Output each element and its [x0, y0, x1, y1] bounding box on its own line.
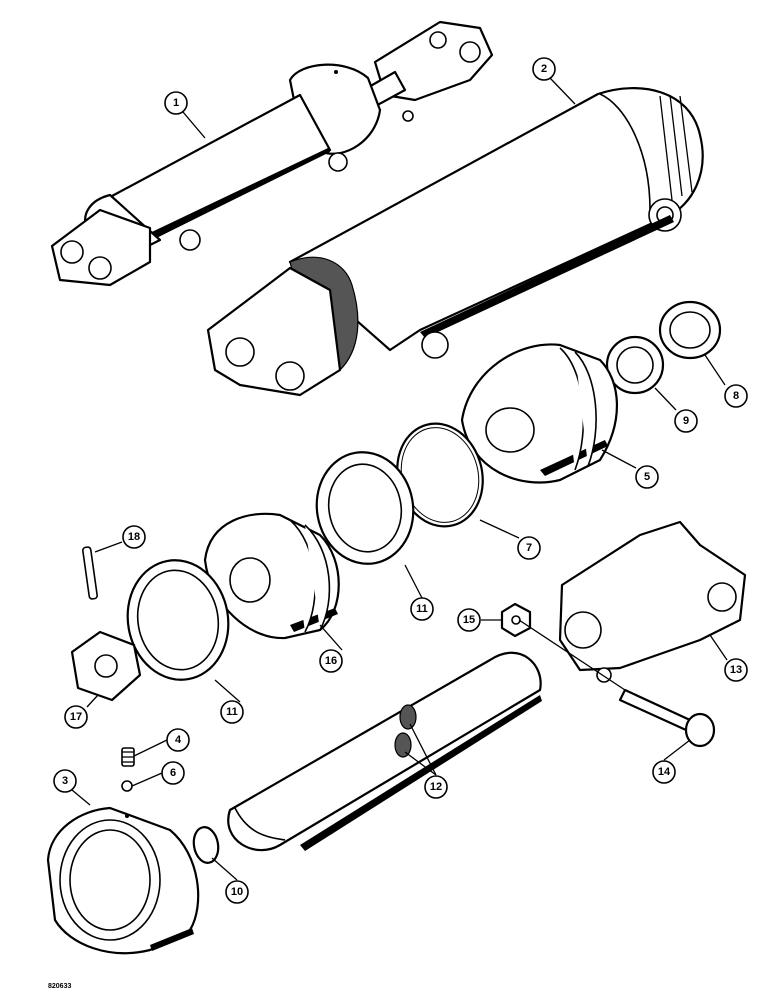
callout-label: 14	[658, 766, 671, 778]
callout-label: 8	[733, 390, 739, 402]
part-15-nut	[500, 602, 532, 638]
callout-14: 14	[652, 760, 676, 784]
callout-label: 18	[128, 531, 140, 543]
callout-label: 13	[730, 664, 742, 676]
callout-label: 11	[226, 706, 238, 718]
part-2-barrel	[206, 87, 704, 397]
part-6-ball	[121, 780, 133, 792]
part-1-cylinder-assembly	[50, 20, 494, 287]
callout-11-lower: 11	[220, 700, 244, 724]
part-17-castle-nut	[70, 630, 142, 702]
callout-4: 4	[166, 728, 190, 752]
callout-11-upper: 11	[410, 597, 434, 621]
callout-13: 13	[724, 658, 748, 682]
callout-8: 8	[724, 384, 748, 408]
callout-3: 3	[53, 769, 77, 793]
part-16-piston	[203, 512, 340, 640]
part-11-backup-ring-lower	[126, 559, 230, 681]
callout-2: 2	[532, 57, 556, 81]
part-11-backup-ring-upper	[315, 451, 415, 565]
callout-label: 2	[541, 63, 547, 75]
callout-12: 12	[424, 775, 448, 799]
callout-label: 9	[683, 415, 689, 427]
callout-17: 17	[64, 705, 88, 729]
callout-label: 4	[175, 734, 182, 746]
part-18-cotter-pin	[82, 546, 98, 600]
figure-reference-number: 820633	[48, 983, 71, 990]
callout-1: 1	[164, 91, 188, 115]
part-3-head	[46, 806, 200, 955]
callout-label: 11	[416, 603, 428, 615]
callout-16: 16	[319, 649, 343, 673]
callout-label: 17	[70, 711, 82, 723]
callout-6: 6	[161, 761, 185, 785]
callout-label: 1	[173, 97, 179, 109]
callout-15: 15	[457, 608, 481, 632]
callout-10: 10	[225, 880, 249, 904]
callout-label: 16	[325, 655, 337, 667]
part-14-cap-screw	[618, 688, 716, 748]
part-4-set-screw	[121, 747, 135, 767]
callout-label: 15	[463, 614, 475, 626]
callout-7: 7	[517, 536, 541, 560]
callout-18: 18	[122, 525, 146, 549]
callout-label: 12	[430, 781, 442, 793]
callout-label: 7	[526, 542, 532, 554]
part-13-rod-clevis	[558, 520, 747, 683]
piston-rod	[227, 651, 542, 852]
leader-lines	[71, 77, 728, 881]
callout-5: 5	[635, 465, 659, 489]
part-5-gland	[460, 343, 619, 484]
callout-label: 10	[231, 886, 243, 898]
part-10-o-ring	[192, 826, 220, 864]
callout-9: 9	[674, 409, 698, 433]
callout-label: 6	[170, 767, 176, 779]
part-12-seal-pads	[394, 704, 417, 758]
part-8-wiper	[658, 300, 722, 360]
callout-label: 5	[644, 471, 650, 483]
part-9-rod-seal	[605, 335, 665, 395]
callout-label: 3	[62, 775, 68, 787]
